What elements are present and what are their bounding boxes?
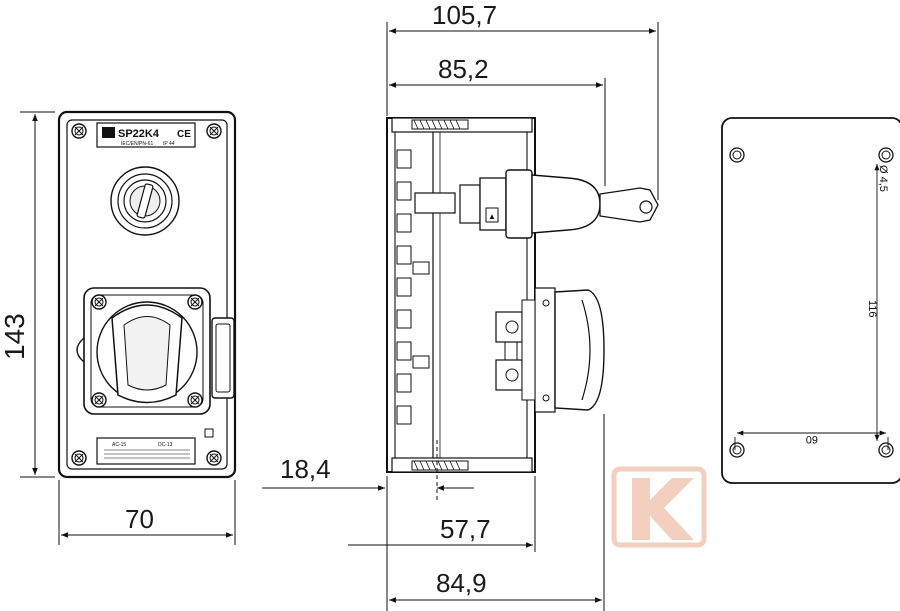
brand-logo-icon [102,127,115,138]
dim-base-depth: 84,9 [436,568,487,598]
side-view: ▲ [386,117,659,473]
screw-icon [187,392,203,408]
dim-hole-diameter: Ø 4,5 [877,165,889,192]
ip-label: IP 44 [163,141,175,147]
socket-side [495,287,605,413]
rating-plate [96,437,196,465]
front-view: SP22K4 CE IEC/EN/PN-61 IP 44 [57,110,237,479]
model-label: SP22K4 [118,128,160,140]
screw-icon [71,450,87,466]
dim-inner-depth: 57,7 [440,514,491,544]
back-plate [721,117,900,484]
ce-mark: CE [177,129,191,140]
screw-icon [91,294,107,310]
screw-icon [187,294,203,310]
rating-dc-head: DC-13 [158,442,173,448]
screw-icon [206,123,222,139]
mounting-hole-icon [878,442,894,458]
screw-icon [206,450,222,466]
key-switch [110,166,180,236]
back-view: 116 Ø 4,5 60 [721,117,900,484]
dim-total-depth: 105,7 [432,0,497,30]
dim-offset: 18,4 [280,454,331,484]
dim-body-depth: 85,2 [438,54,489,84]
front-enclosure-inner [66,119,228,470]
dim-height-label: 143 [0,313,30,360]
side-dimensions: 105,7 85,2 18,4 57,7 84,9 [262,0,659,611]
dim-width-label: 70 [125,504,154,534]
screw-icon [71,123,87,139]
small-square-marker [204,428,214,438]
mounting-hole-icon [729,442,745,458]
mounting-hole-icon [878,147,894,163]
dim-hole-vertical: 116 [866,300,878,318]
socket-outlet [76,287,235,415]
standard-label: IEC/EN/PN-61 [121,141,153,147]
dim-hole-horizontal: 60 [806,433,818,445]
rating-ac-head: AC-15 [112,442,126,448]
mounting-hole-icon [729,147,745,163]
watermark-logo [611,466,707,548]
svg-text:▲: ▲ [488,212,496,221]
key-switch-side: ▲ [414,169,659,239]
screw-icon [91,392,107,408]
front-dimensions: 143 70 [0,111,236,545]
